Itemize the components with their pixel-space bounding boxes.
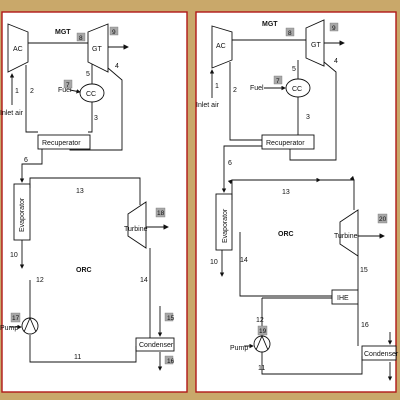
right-point-16: 16	[361, 322, 369, 329]
left-badge-18	[155, 207, 166, 218]
right-inlet-label: Inlet air	[196, 102, 220, 109]
left-point-5: 4	[115, 63, 119, 70]
right-mgt-title: MGT	[262, 21, 278, 28]
right-point-11: 11	[258, 365, 265, 372]
svg-text:19: 19	[259, 328, 267, 335]
left-badge-16	[164, 355, 174, 365]
left-point-2: 2	[30, 88, 34, 95]
right-ihe-label: IHE	[337, 295, 349, 302]
left-recuperator	[37, 134, 91, 150]
left-cond-to-pump	[29, 335, 137, 363]
right-point-3: 3	[306, 114, 310, 121]
svg-text:16: 16	[167, 358, 175, 365]
right-condenser	[361, 345, 397, 361]
right-compressor	[211, 25, 233, 69]
left-recuperator-label: Recuperator	[42, 140, 81, 147]
svg-text:9: 9	[112, 29, 116, 36]
right-point-15: 15	[360, 267, 368, 274]
left-compressor-label: AC	[13, 46, 23, 53]
right-recuperator-label: Recuperator	[266, 140, 305, 147]
right-point-2: 2	[233, 87, 237, 94]
svg-text:8: 8	[79, 35, 83, 42]
right-point-5: 4	[334, 58, 338, 65]
svg-text:7: 7	[276, 78, 280, 85]
right-recuperator	[261, 134, 315, 150]
right-point-13: 13	[282, 189, 290, 196]
right-evaporator	[215, 193, 233, 251]
left-orc-turbine-label: Turbine	[124, 226, 148, 233]
right-cc-label: CC	[292, 86, 302, 93]
right-gt-exhaust	[289, 61, 337, 161]
left-point-4: 5	[86, 71, 90, 78]
left-orc-label: ORC	[76, 267, 92, 274]
left-evap-to-turbine	[29, 177, 141, 205]
left-cc-label: CC	[86, 91, 96, 98]
right-badge-8	[285, 27, 295, 37]
right-badge-9	[329, 22, 339, 32]
left-condenser	[135, 337, 175, 352]
right-gt-label: GT	[311, 42, 321, 49]
left-orc-turbine	[127, 201, 147, 249]
right-condenser-label: Condenser	[364, 351, 399, 358]
right-recup-to-evap	[221, 145, 262, 193]
right-ac-to-recup	[229, 62, 262, 141]
left-badge-8	[76, 32, 86, 42]
left-panel: MGT AC GT 8 9 Inlet air 1 2 CC Fuel 7 5	[0, 11, 188, 393]
right-point-1: 1	[215, 83, 219, 90]
right-badge-19	[257, 325, 268, 336]
svg-text:18: 18	[157, 210, 165, 217]
svg-text:9: 9	[332, 25, 336, 32]
right-badge-7	[273, 75, 283, 85]
left-point-14: 14	[140, 277, 148, 284]
svg-text:17: 17	[12, 315, 20, 322]
left-point-10: 10	[10, 252, 18, 259]
right-evaporator-label: Evaporator	[222, 208, 229, 243]
left-fuel-label: Fuel	[58, 87, 72, 94]
left-gas-turbine	[87, 23, 109, 73]
left-badge-9	[109, 26, 119, 36]
right-point-6: 6	[228, 160, 232, 167]
left-recup-to-evap	[19, 149, 43, 183]
left-point-12: 12	[36, 277, 44, 284]
left-ac-to-recup	[25, 65, 38, 133]
right-badge-20	[377, 213, 388, 224]
left-point-1: 1	[15, 88, 19, 95]
right-point-12: 12	[256, 317, 264, 324]
right-orc-label: ORC	[278, 231, 294, 238]
right-ihe-to-evap	[239, 232, 332, 297]
left-fuel-arrow	[69, 89, 81, 94]
right-gas-turbine	[305, 19, 325, 67]
right-panel: MGT AC GT 8 9 Inlet air 1 2 CC Fuel 7 5 …	[195, 11, 399, 393]
right-point-10: 10	[210, 259, 218, 266]
right-pump-label: Pump	[230, 345, 248, 352]
left-recup-to-cc	[88, 102, 93, 133]
left-condenser-label: Condenser	[139, 342, 174, 349]
left-point-11: 11	[74, 354, 81, 361]
left-badge-7	[63, 79, 73, 89]
left-badge-15	[164, 312, 174, 322]
left-point-13: 13	[76, 188, 84, 195]
left-gt-label: GT	[92, 46, 102, 53]
right-point-4: 5	[292, 66, 296, 73]
left-point-6: 6	[24, 157, 28, 164]
left-badge-17	[10, 312, 21, 323]
right-evap-to-turbine	[227, 175, 355, 210]
right-point-14: 14	[240, 257, 248, 264]
right-compressor-label: AC	[216, 43, 226, 50]
svg-text:15: 15	[167, 315, 175, 322]
left-inlet-label: Inlet air	[0, 110, 24, 117]
left-evaporator-label: Evaporator	[19, 197, 26, 232]
svg-text:7: 7	[66, 82, 70, 89]
right-ihe	[331, 289, 359, 305]
left-point-3: 3	[94, 115, 98, 122]
right-cond-to-pump	[261, 352, 363, 375]
right-fuel-label: Fuel	[250, 85, 264, 92]
svg-text:20: 20	[379, 216, 387, 223]
left-compressor	[7, 23, 29, 73]
left-pump-label: Pump	[0, 325, 18, 332]
left-mgt-title: MGT	[55, 29, 71, 36]
right-orc-turbine-label: Turbine	[334, 233, 358, 240]
svg-text:8: 8	[288, 30, 292, 37]
